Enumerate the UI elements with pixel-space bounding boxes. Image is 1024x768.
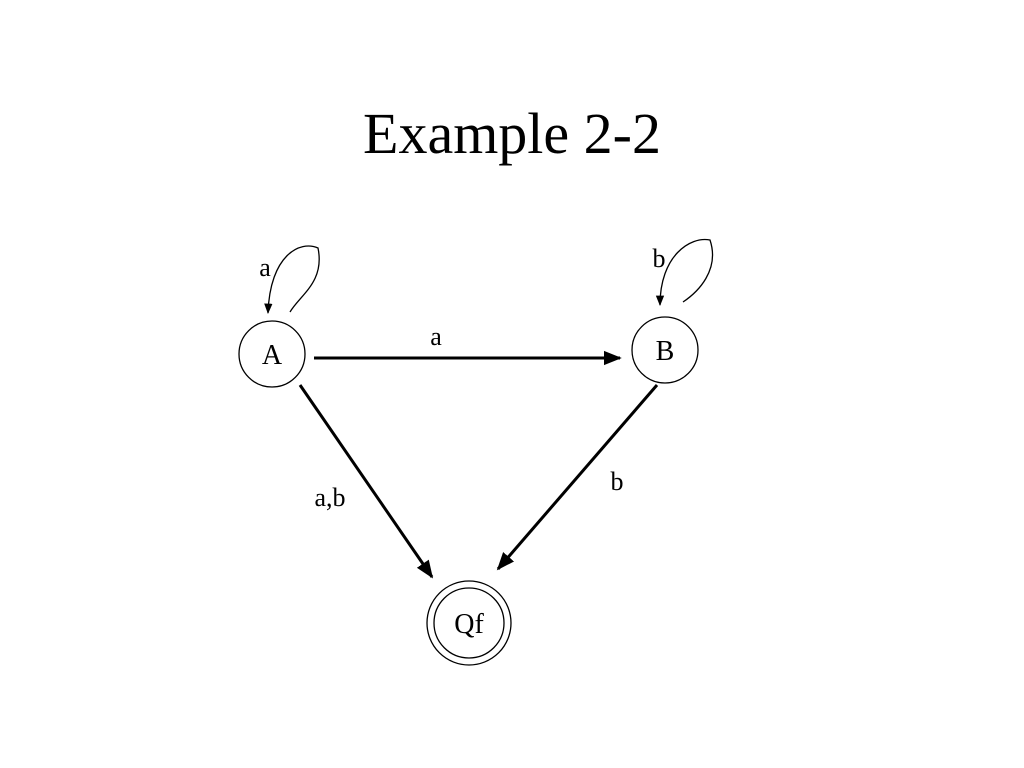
state-b: B	[631, 316, 699, 384]
state-qf: Qf	[426, 580, 512, 666]
state-qf-label: Qf	[454, 609, 484, 640]
slide-title: Example 2-2	[363, 101, 661, 166]
transition-a-qf-label: a,b	[314, 483, 345, 512]
state-a-label: A	[262, 340, 283, 371]
state-qf-inner-circle	[433, 587, 505, 659]
transition-b-b-loop	[655, 238, 714, 307]
state-a-circle	[238, 320, 306, 388]
state-a: A	[238, 320, 306, 388]
transition-b-qf-label: b	[611, 467, 624, 496]
transition-a-a-loop	[264, 245, 320, 315]
transition-a-a-label: a	[259, 253, 271, 282]
state-b-circle	[631, 316, 699, 384]
state-b-label: B	[656, 336, 675, 367]
state-qf-outer-circle	[426, 580, 512, 666]
transition-b-b-label: b	[653, 244, 666, 273]
transition-a-b-label: a	[430, 322, 442, 351]
transition-b-qf-arrow	[496, 384, 659, 571]
transition-a-qf-arrow	[298, 384, 434, 579]
